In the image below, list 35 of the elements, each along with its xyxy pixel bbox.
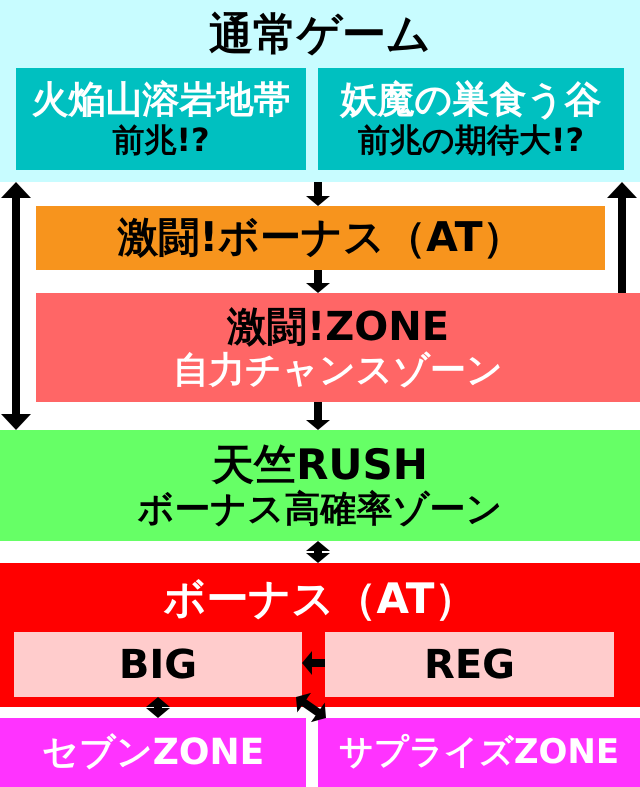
box-title: 火焔山溶岩地帯 [32,79,290,122]
zone-bar [318,718,640,787]
box-title: 激闘!ボーナス（AT） [117,214,524,262]
zone-bar [0,718,306,787]
box-subtitle: ボーナス高確率ゾーン [138,488,502,530]
panel-title: ボーナス（AT） [162,575,478,624]
box-subtitle: 自力チャンスゾーン [173,350,503,392]
bonus-panel [0,563,640,707]
rush-box [0,430,640,541]
double-arrow [306,541,330,563]
hint-box [16,68,306,170]
zone-box [36,293,640,402]
box-title: 激闘!ZONE [226,304,450,350]
box-subtitle: 前兆の期待大!? [358,122,584,159]
mode-panel [0,0,640,182]
box-title: 妖魔の巣食う谷 [340,79,602,122]
box-title: REG [424,642,515,688]
box-title: セブンZONE [42,732,264,774]
double-arrow [1,182,31,430]
double-arrow [146,697,170,718]
double-arrow [294,692,328,722]
hint-box [318,68,624,170]
arrow [306,402,330,430]
bonus-type-box [14,632,302,697]
arrow [607,182,637,293]
box-title: サプライズZONE [338,732,620,772]
arrow [306,270,330,293]
box-title: 天竺RUSH [212,440,428,489]
arrow [306,182,330,206]
panel-title: 通常ゲーム [208,10,432,61]
bonus-bar [36,206,605,270]
box-subtitle: 前兆!? [112,122,210,159]
bonus-type-box [325,632,614,697]
arrow [302,651,325,675]
box-title: BIG [118,642,198,688]
